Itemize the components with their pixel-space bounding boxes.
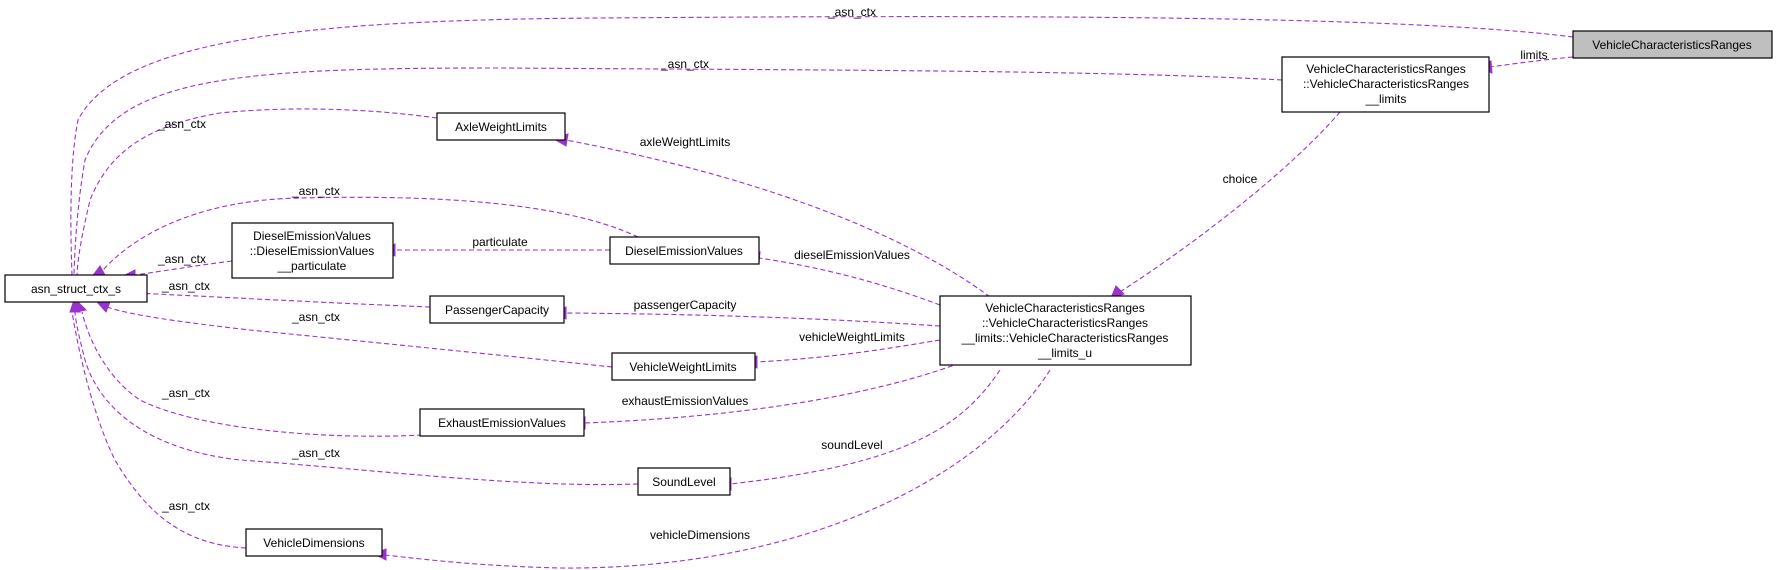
edge-label-weight: vehicleWeightLimits xyxy=(799,330,905,344)
edge-label-passenger: passengerCapacity xyxy=(634,298,737,312)
edge-weight-asn-ctx xyxy=(106,306,613,368)
node-label: SoundLevel xyxy=(652,475,715,489)
edge-vcr-limits xyxy=(1489,56,1574,68)
arrowhead-asn-9 xyxy=(69,298,81,313)
edge-label-axle: axleWeightLimits xyxy=(640,135,730,149)
edge-label-sound-asn-ctx: _asn_ctx xyxy=(291,446,340,460)
edge-label-exhaust: exhaustEmissionValues xyxy=(622,394,749,408)
edge-label-sound: soundLevel xyxy=(821,438,882,452)
node-label: VehicleWeightLimits xyxy=(629,360,736,374)
edge-label-diesel-asn-ctx: _asn_ctx xyxy=(291,184,340,198)
node-label: asn_struct_ctx_s xyxy=(31,282,121,296)
node-label-line-3: __limits xyxy=(1365,92,1407,106)
edge-label-vcr-limits-asn-ctx: _asn_ctx xyxy=(660,57,709,71)
node-label-line-2: ::VehicleCharacteristicsRanges xyxy=(982,316,1148,330)
node-vcr-limits[interactable]: VehicleCharacteristicsRanges ::VehicleCh… xyxy=(1281,56,1490,113)
edge-sound-asn-ctx xyxy=(74,311,639,486)
edge-particulate-asn-ctx xyxy=(134,260,233,276)
node-label-line-2: ::DieselEmissionValues xyxy=(250,244,375,258)
edge-label-choice: choice xyxy=(1223,172,1258,186)
node-label-line-1: VehicleCharacteristicsRanges xyxy=(1306,62,1465,76)
node-passenger-capacity[interactable]: PassengerCapacity xyxy=(429,295,565,324)
edge-label-vcr-asn-ctx: _asn_ctx xyxy=(827,5,876,19)
edge-label-weight-asn-ctx: _asn_ctx xyxy=(291,310,340,324)
edge-label-exhaust-asn-ctx: _asn_ctx xyxy=(161,386,210,400)
node-label: VehicleDimensions xyxy=(263,536,364,550)
node-label: VehicleCharacteristicsRanges xyxy=(1592,38,1751,52)
edge-vcr-limits-asn-ctx xyxy=(73,67,1283,276)
node-label-line-3: __limits::VehicleCharacteristicsRanges xyxy=(961,331,1169,345)
node-sound-level[interactable]: SoundLevel xyxy=(637,467,731,496)
edge-diesel-asn-ctx xyxy=(102,196,639,271)
node-axle-weight-limits[interactable]: AxleWeightLimits xyxy=(436,112,566,141)
node-label: PassengerCapacity xyxy=(445,303,549,317)
node-label: AxleWeightLimits xyxy=(455,120,547,134)
node-label: DieselEmissionValues xyxy=(625,244,743,258)
node-asn-struct-ctx-s[interactable]: asn_struct_ctx_s xyxy=(4,274,148,303)
edge-dimensions xyxy=(384,369,1051,569)
edge-weight xyxy=(755,339,941,363)
edge-axle-asn-ctx xyxy=(76,108,438,276)
edge-vcr-asn-ctx xyxy=(70,16,1574,276)
edge-label-passenger-asn-ctx: _asn_ctx xyxy=(161,279,210,293)
edge-exhaust xyxy=(583,362,961,424)
arrowheads xyxy=(65,60,1493,561)
edge-dimensions-asn-ctx xyxy=(71,311,247,549)
edge-diesel xyxy=(758,257,941,306)
edge-label-axle-asn-ctx: _asn_ctx xyxy=(157,117,206,131)
arrowhead-asn-7 xyxy=(96,301,111,313)
node-label-line-4: __limits_u xyxy=(1037,346,1092,360)
node-diesel-emission-values-particulate[interactable]: DieselEmissionValues ::DieselEmissionVal… xyxy=(231,222,394,279)
edge-passenger-asn-ctx xyxy=(134,292,431,308)
edge-label-dimensions: vehicleDimensions xyxy=(650,528,750,542)
edge-passenger xyxy=(563,312,941,327)
edge-exhaust-asn-ctx xyxy=(81,311,423,437)
node-label-line-2: ::VehicleCharacteristicsRanges xyxy=(1303,77,1469,91)
node-label-line-1: VehicleCharacteristicsRanges xyxy=(985,301,1144,315)
edges xyxy=(70,16,1574,569)
node-vehicle-dimensions[interactable]: VehicleDimensions xyxy=(245,528,383,557)
edge-axle xyxy=(565,139,991,298)
node-exhaust-emission-values[interactable]: ExhaustEmissionValues xyxy=(419,408,585,437)
node-label-line-3: __particulate xyxy=(277,259,347,273)
edge-labels: _asn_ctx _asn_ctx _asn_ctx _asn_ctx _asn… xyxy=(157,5,1548,542)
edge-choice xyxy=(1119,111,1341,293)
edge-label-dimensions-asn-ctx: _asn_ctx xyxy=(161,499,210,513)
edge-label-limits: limits xyxy=(1520,48,1547,62)
node-vehicle-weight-limits[interactable]: VehicleWeightLimits xyxy=(611,352,756,381)
edge-label-particulate-asn-ctx: _asn_ctx xyxy=(157,252,206,266)
edge-label-particulate: particulate xyxy=(472,235,528,249)
edge-label-diesel: dieselEmissionValues xyxy=(794,248,910,262)
node-vehicle-characteristics-ranges[interactable]: VehicleCharacteristicsRanges xyxy=(1572,30,1773,59)
node-diesel-emission-values[interactable]: DieselEmissionValues xyxy=(609,236,760,265)
node-label: ExhaustEmissionValues xyxy=(438,416,566,430)
nodes: VehicleCharacteristicsRanges VehicleChar… xyxy=(4,30,1773,557)
edge-sound xyxy=(729,369,1001,485)
node-vcr-limits-u[interactable]: VehicleCharacteristicsRanges ::VehicleCh… xyxy=(939,295,1192,366)
node-label-line-1: DieselEmissionValues xyxy=(253,229,371,243)
